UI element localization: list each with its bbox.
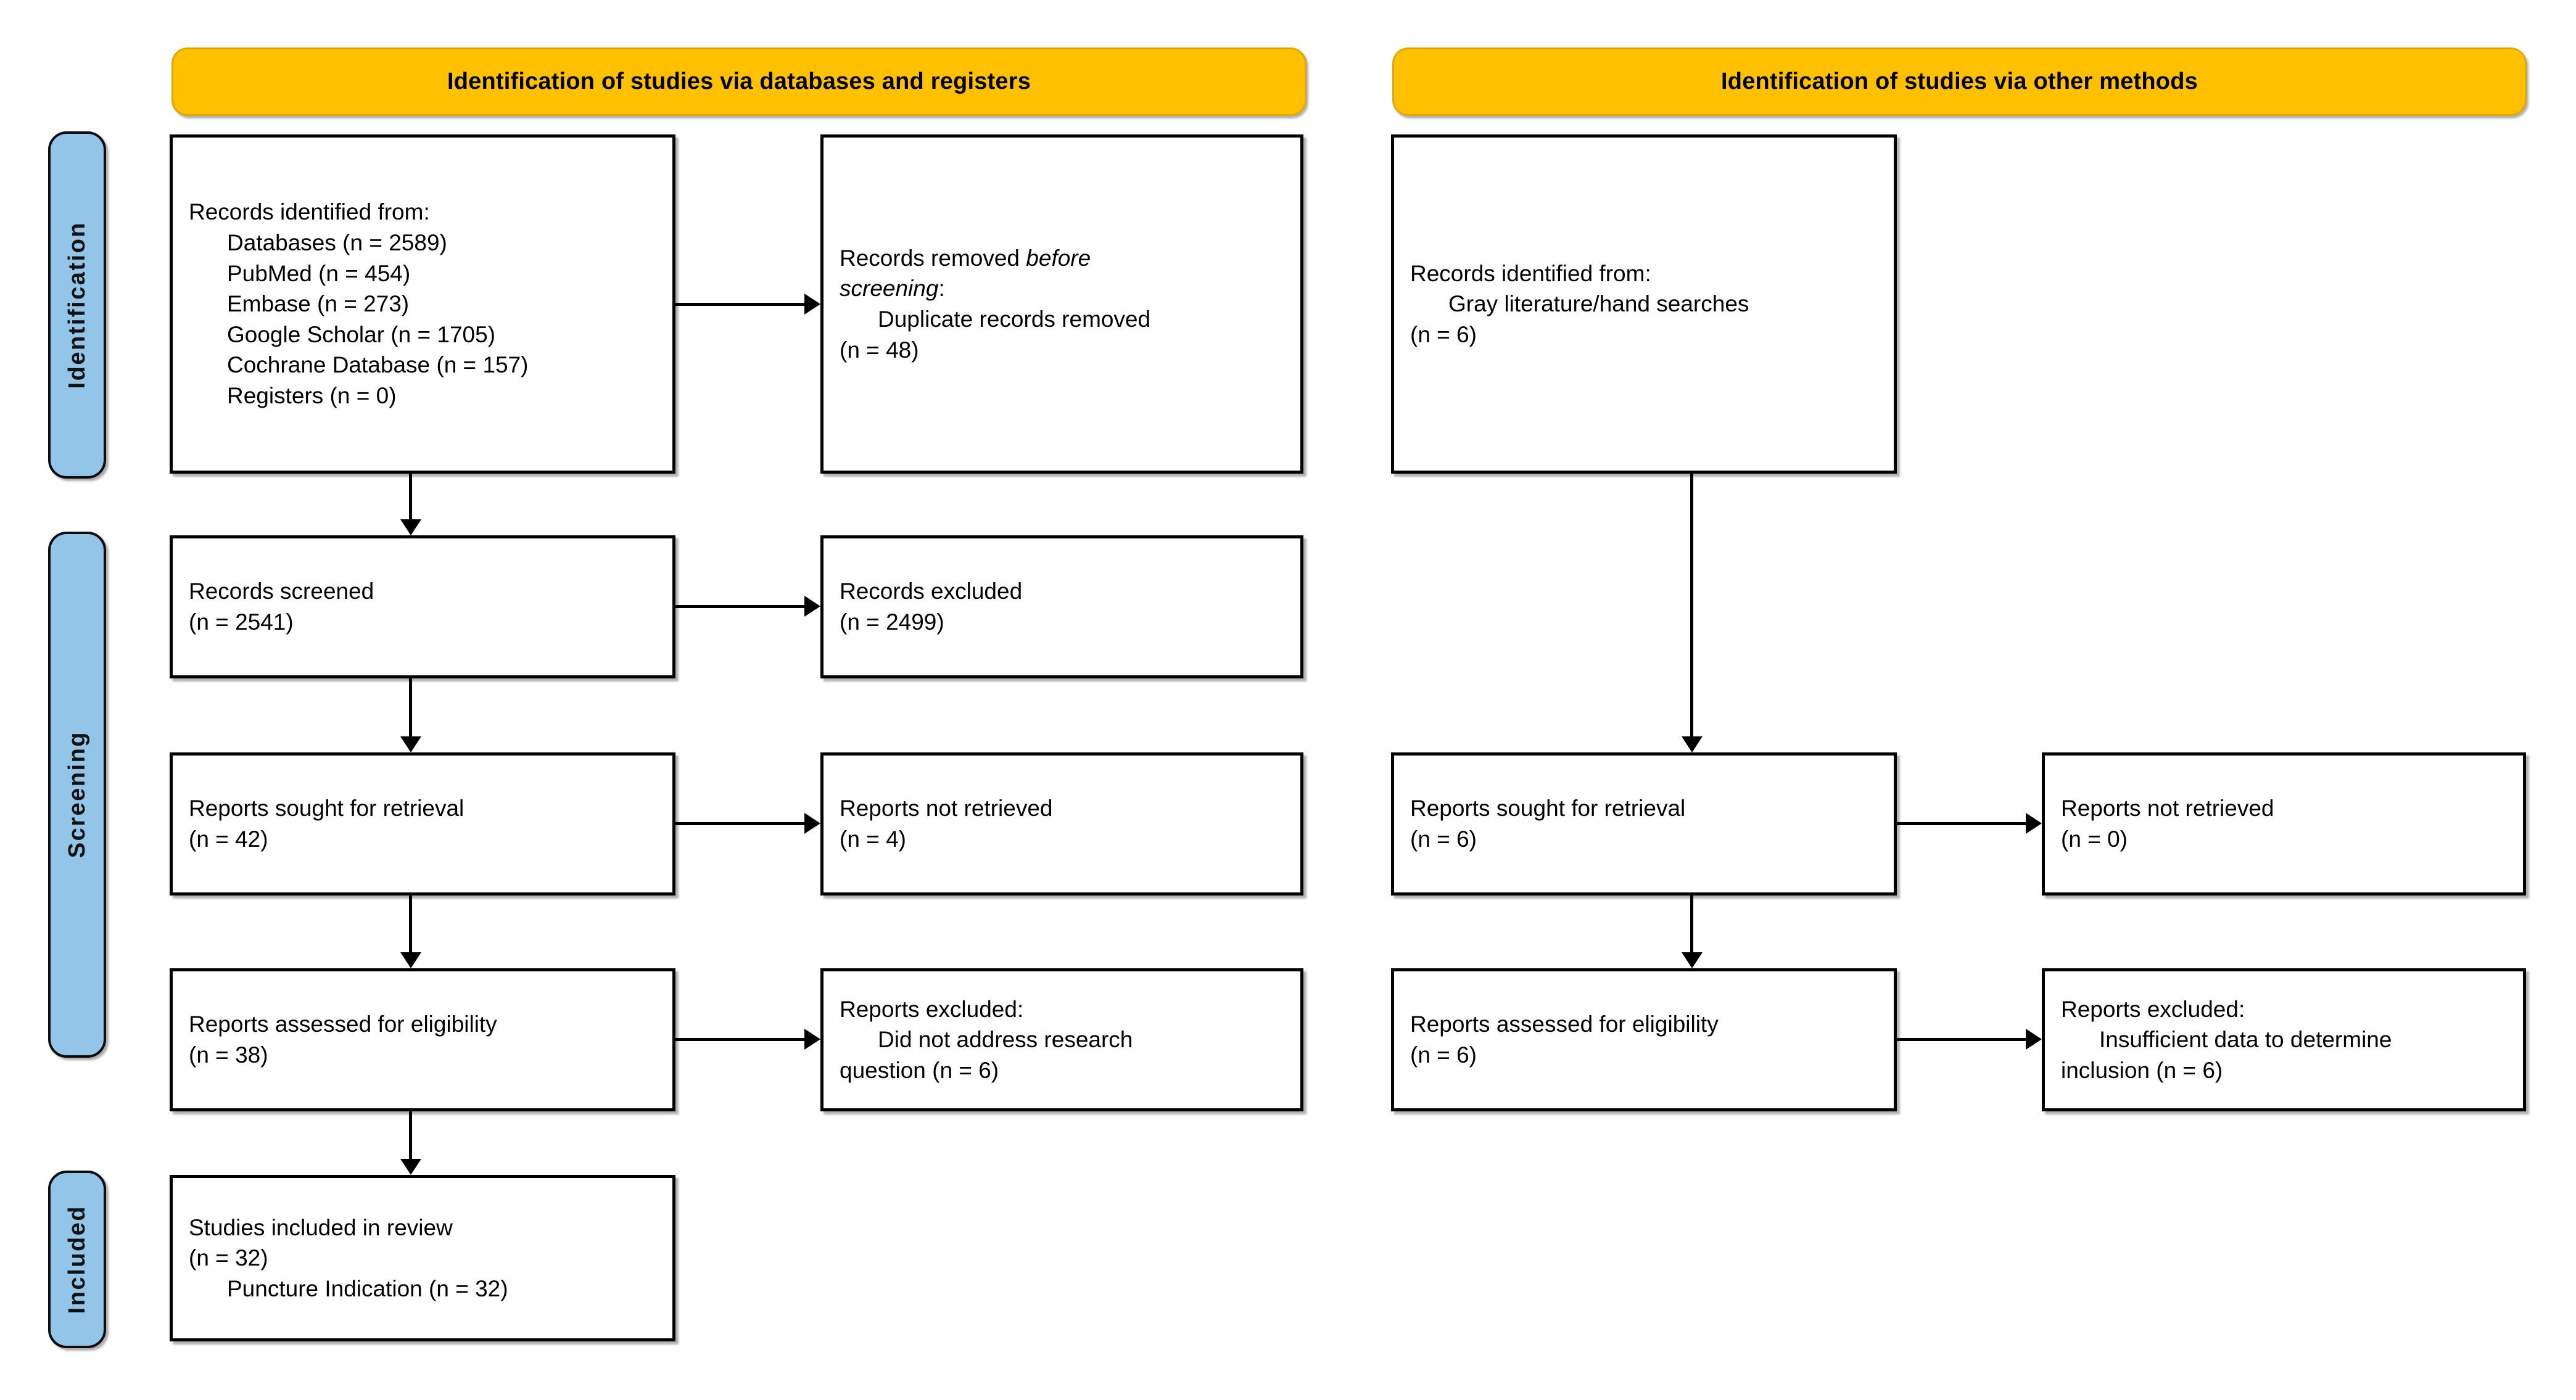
box-reports-sought-left: Reports sought for retrieval (n = 42) xyxy=(170,752,675,896)
stage-bar-included: Included xyxy=(48,1171,106,1348)
arrow-assessed-to-excluded-left xyxy=(804,1029,820,1050)
box-reports-not-retrieved-left: Reports not retrieved (n = 4) xyxy=(820,752,1303,896)
records-removed-line2: screening: xyxy=(840,273,1284,304)
records-identified-other-title: Records identified from: xyxy=(1410,260,1651,286)
reports-excluded-right-reason-line1: Insufficient data to determine xyxy=(2099,1027,2392,1053)
reports-excluded-left-reason-line2: question (n = 6) xyxy=(840,1057,999,1083)
header-databases-registers: Identification of studies via databases … xyxy=(171,47,1307,116)
box-reports-assessed-left: Reports assessed for eligibility (n = 38… xyxy=(170,968,675,1111)
box-records-identified-databases: Records identified from: Databases (n = … xyxy=(170,134,675,474)
connector-screened-to-excluded xyxy=(675,605,804,608)
reports-excluded-left-reason-line1: Did not address research xyxy=(878,1027,1133,1053)
records-removed-line1-emphasis: before xyxy=(1026,245,1091,271)
records-identified-item-embase: Embase (n = 273) xyxy=(227,291,410,317)
box-reports-assessed-right: Reports assessed for eligibility (n = 6) xyxy=(1391,968,1897,1111)
box-records-identified-other: Records identified from: Gray literature… xyxy=(1391,134,1897,474)
reports-assessed-left-count: (n = 38) xyxy=(189,1042,268,1068)
records-identified-other-item: Gray literature/hand searches xyxy=(1448,291,1749,317)
records-screened-label: Records screened xyxy=(189,579,374,604)
records-identified-item-pubmed: PubMed (n = 454) xyxy=(227,260,411,286)
box-reports-excluded-right: Reports excluded: Insufficient data to d… xyxy=(2042,968,2526,1111)
header-other-methods: Identification of studies via other meth… xyxy=(1392,47,2527,116)
arrow-assessed-to-included xyxy=(400,1159,421,1175)
records-identified-item-google-scholar: Google Scholar (n = 1705) xyxy=(227,321,496,347)
header-databases-registers-label: Identification of studies via databases … xyxy=(447,68,1031,94)
stage-bar-included-label: Included xyxy=(64,1204,90,1314)
arrow-identified-to-removed xyxy=(804,294,820,315)
box-records-excluded: Records excluded (n = 2499) xyxy=(820,535,1303,678)
records-identified-other-count: (n = 6) xyxy=(1410,321,1477,347)
header-other-methods-label: Identification of studies via other meth… xyxy=(1721,68,2198,94)
studies-included-detail: Puncture Indication (n = 32) xyxy=(227,1275,508,1301)
box-reports-excluded-left: Reports excluded: Did not address resear… xyxy=(820,968,1303,1111)
duplicate-records-removed-item: Duplicate records removed xyxy=(878,307,1151,332)
connector-assessed-to-excluded-right xyxy=(1897,1038,2026,1041)
reports-sought-right-count: (n = 6) xyxy=(1410,826,1477,852)
records-identified-item-databases: Databases (n = 2589) xyxy=(227,230,447,256)
arrow-sought-to-assessed-left xyxy=(400,952,421,968)
reports-not-retrieved-right-count: (n = 0) xyxy=(2061,826,2128,852)
reports-not-retrieved-left-count: (n = 4) xyxy=(840,826,906,852)
reports-assessed-right-label: Reports assessed for eligibility xyxy=(1410,1011,1719,1037)
box-studies-included: Studies included in review (n = 32) Punc… xyxy=(170,1175,675,1341)
reports-excluded-right-title: Reports excluded: xyxy=(2061,996,2245,1022)
arrow-screened-to-sought xyxy=(400,736,421,752)
box-records-screened: Records screened (n = 2541) xyxy=(170,535,675,678)
records-excluded-count: (n = 2499) xyxy=(840,609,944,635)
connector-sought-to-notretrieved-left xyxy=(675,822,804,825)
box-reports-not-retrieved-right: Reports not retrieved (n = 0) xyxy=(2042,752,2526,896)
connector-sought-to-assessed-left xyxy=(409,896,412,952)
reports-sought-left-count: (n = 42) xyxy=(189,826,268,852)
box-records-removed-before-screening: Records removed before screening: Duplic… xyxy=(820,134,1303,474)
connector-sought-to-assessed-right xyxy=(1690,896,1693,952)
reports-sought-left-label: Reports sought for retrieval xyxy=(189,796,464,821)
connector-screened-to-sought xyxy=(409,678,412,736)
records-screened-count: (n = 2541) xyxy=(189,609,294,635)
arrow-assessed-to-excluded-right xyxy=(2026,1029,2042,1050)
records-identified-title: Records identified from: xyxy=(189,199,430,225)
records-identified-item-cochrane: Cochrane Database (n = 157) xyxy=(227,352,529,378)
arrow-identified-other-to-sought xyxy=(1682,736,1703,752)
studies-included-label: Studies included in review xyxy=(189,1214,453,1240)
records-identified-item-registers: Registers (n = 0) xyxy=(227,382,397,408)
records-removed-line2-emphasis: screening xyxy=(840,276,939,302)
studies-included-count: (n = 32) xyxy=(189,1245,268,1271)
connector-assessed-to-excluded-left xyxy=(675,1038,804,1041)
connector-identified-other-to-sought xyxy=(1690,474,1693,736)
reports-excluded-right-reason-line2: inclusion (n = 6) xyxy=(2061,1057,2223,1083)
stage-bar-identification: Identification xyxy=(48,131,106,479)
arrow-sought-to-notretrieved-left xyxy=(804,813,820,834)
reports-excluded-left-title: Reports excluded: xyxy=(840,996,1024,1022)
stage-bar-identification-label: Identification xyxy=(64,221,90,389)
records-removed-line1: Records removed before xyxy=(840,243,1284,274)
records-excluded-label: Records excluded xyxy=(840,579,1023,604)
duplicate-records-removed-count: (n = 48) xyxy=(840,337,919,363)
reports-assessed-left-label: Reports assessed for eligibility xyxy=(189,1011,497,1037)
reports-not-retrieved-left-label: Reports not retrieved xyxy=(840,796,1053,821)
records-removed-line1-text: Records removed xyxy=(840,245,1026,271)
arrow-sought-to-assessed-right xyxy=(1682,952,1703,968)
connector-identified-to-removed xyxy=(675,303,804,306)
arrow-identified-to-screened xyxy=(400,519,421,535)
connector-identified-to-screened xyxy=(409,474,412,519)
reports-assessed-right-count: (n = 6) xyxy=(1410,1042,1477,1068)
stage-bar-screening: Screening xyxy=(48,532,106,1058)
arrow-sought-to-notretrieved-right xyxy=(2026,813,2042,834)
box-reports-sought-right: Reports sought for retrieval (n = 6) xyxy=(1391,752,1897,896)
reports-not-retrieved-right-label: Reports not retrieved xyxy=(2061,796,2274,821)
stage-bar-screening-label: Screening xyxy=(64,731,90,859)
reports-sought-right-label: Reports sought for retrieval xyxy=(1410,796,1686,821)
connector-sought-to-notretrieved-right xyxy=(1897,822,2026,825)
records-removed-line2-colon: : xyxy=(938,276,945,302)
arrow-screened-to-excluded xyxy=(804,596,820,617)
connector-assessed-to-included xyxy=(409,1111,412,1159)
